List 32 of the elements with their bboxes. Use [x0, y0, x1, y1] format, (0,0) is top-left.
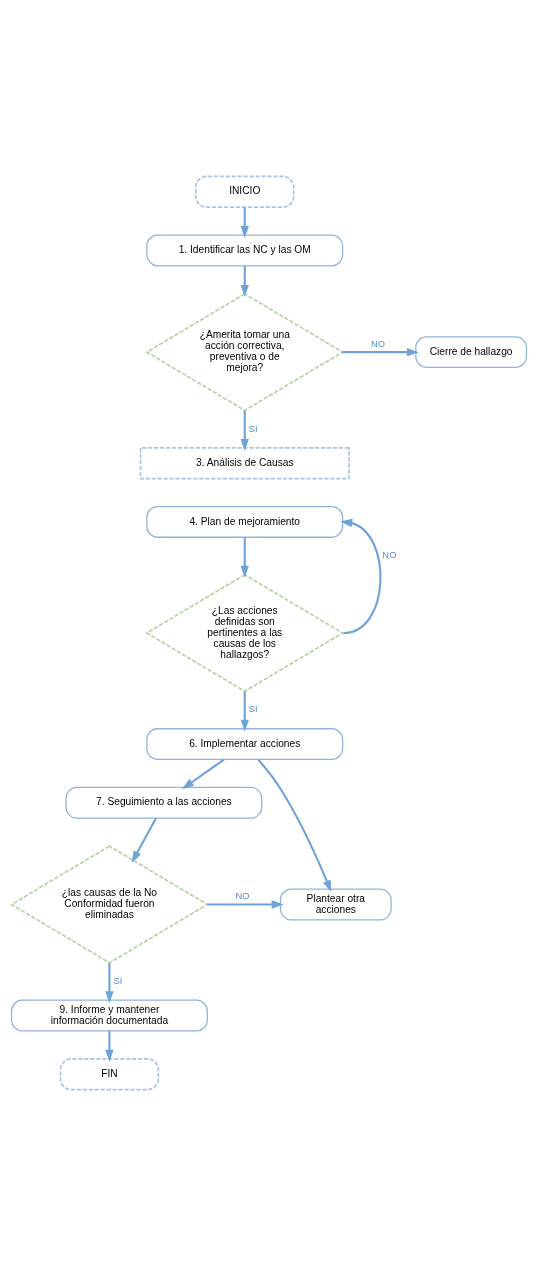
edge-label: NO — [235, 891, 250, 902]
node-box: Plantear otra acciones — [279, 888, 392, 921]
node-box: 4. Plan de mejoramiento — [146, 506, 344, 538]
arrow — [240, 691, 249, 732]
node-box: 1. Identificar las NC y las OM — [146, 234, 344, 267]
edge-label: NO — [370, 338, 385, 349]
arrow — [131, 817, 157, 863]
arrow — [207, 900, 284, 909]
arrow — [105, 1031, 114, 1062]
node-box: 6. Implementar acciones — [146, 728, 344, 760]
edge-label: SI — [113, 975, 123, 986]
node-diamond: ¿Las acciones definidas son pertinentes a las causas de los hallazgos? — [145, 573, 345, 693]
node-box: 3. Análisis de Causas — [139, 447, 350, 480]
edge-label: NO — [382, 550, 397, 561]
arrow — [105, 962, 114, 1004]
node-box: 7. Seguimiento a las acciones — [65, 786, 263, 819]
edge-label: SI — [248, 704, 258, 715]
node-box: Cierre de hallazgo — [415, 336, 528, 369]
arrow — [240, 410, 249, 451]
edge-label: SI — [248, 423, 258, 434]
node-diamond: ¿las causas de la No Conformidad fueron eliminadas — [9, 845, 209, 964]
node-box: 9. Informe y mantener información documentada — [10, 999, 208, 1032]
node-box: INICIO — [194, 175, 295, 208]
node-box: FIN — [59, 1058, 160, 1091]
arrow — [240, 537, 249, 578]
arrow — [182, 758, 225, 790]
node-diamond: ¿Amerita tomar una acción correctiva, preventiva o de mejora? — [145, 292, 345, 412]
arrow — [240, 207, 249, 238]
arrow — [340, 518, 382, 635]
arrow — [240, 265, 249, 297]
arrow — [257, 758, 332, 893]
arrow — [342, 347, 419, 357]
